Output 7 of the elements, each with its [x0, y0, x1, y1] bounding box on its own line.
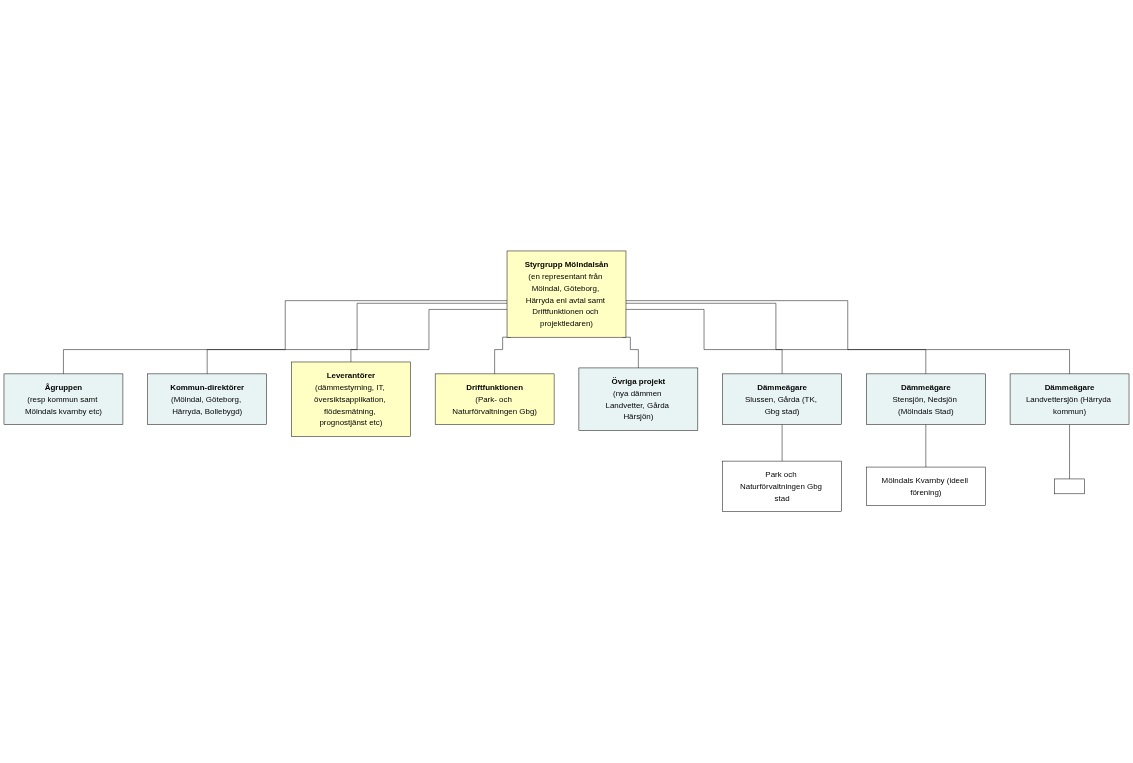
connector	[206, 303, 508, 375]
connector	[625, 309, 783, 375]
connector	[625, 300, 1070, 375]
node-box	[1054, 478, 1085, 495]
connector	[63, 300, 508, 375]
connector	[350, 309, 508, 363]
connector	[625, 303, 927, 375]
